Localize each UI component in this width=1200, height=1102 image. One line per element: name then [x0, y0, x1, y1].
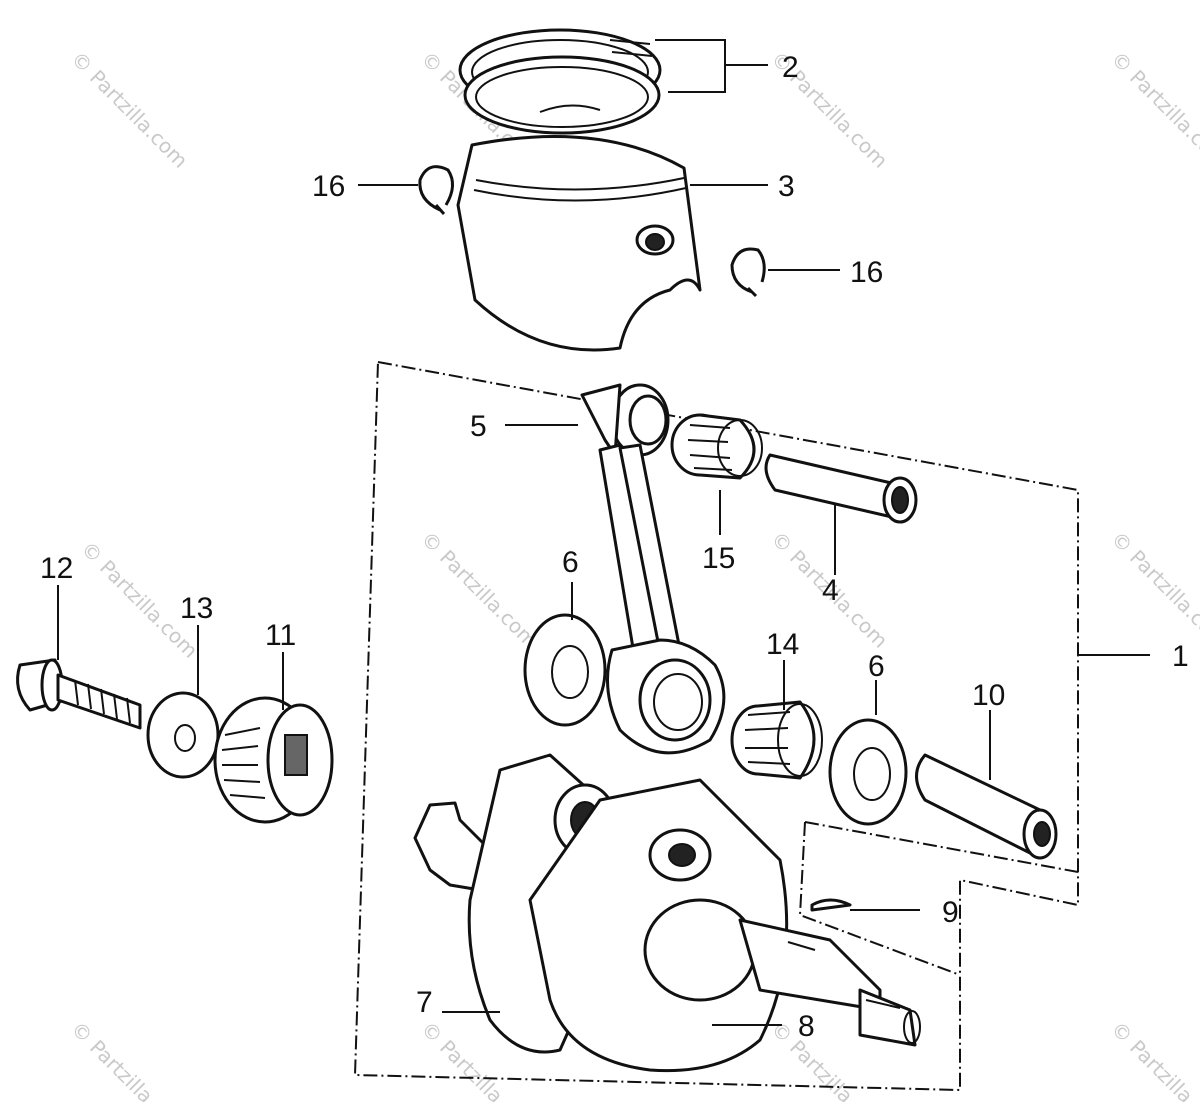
callout-10: 10 — [972, 679, 1005, 712]
callout-9: 9 — [942, 896, 959, 929]
callout-16: 16 — [312, 170, 345, 203]
thrust-washer-right — [828, 718, 908, 826]
callout-14: 14 — [766, 628, 799, 661]
callout-6: 6 — [868, 650, 885, 683]
piston-rings — [458, 28, 662, 135]
callout-8: 8 — [798, 1010, 815, 1043]
piston-pin — [764, 453, 918, 524]
piston — [456, 104, 702, 352]
callout-2: 2 — [782, 51, 799, 84]
callout-labels: 2 16 3 16 5 15 4 6 14 6 10 1 9 7 8 12 13… — [40, 51, 1189, 1043]
crankshaft — [413, 753, 921, 1073]
drive-gear — [213, 696, 334, 824]
callout-5: 5 — [470, 410, 487, 443]
crank-pin — [915, 753, 1058, 860]
connecting-rod — [580, 383, 726, 755]
callout-4: 4 — [822, 574, 839, 607]
callout-13: 13 — [180, 592, 213, 625]
watermark: © Partzilla.com — [1106, 1017, 1200, 1102]
callout-7: 7 — [416, 986, 433, 1019]
flange-bolt — [16, 658, 142, 730]
watermark: © Partzilla.com — [416, 527, 542, 653]
callout-6: 6 — [562, 546, 579, 579]
watermark: © Partzilla.com — [66, 47, 192, 173]
key-subgroup-boundary — [798, 821, 1079, 976]
watermark: © Partzilla.com — [66, 1017, 192, 1102]
callout-16: 16 — [850, 256, 883, 289]
thrust-washer-left — [523, 613, 607, 727]
washer — [146, 691, 220, 779]
big-end-bearing — [730, 700, 823, 780]
piston-pin-clip-left — [418, 165, 454, 215]
woodruff-key — [810, 898, 852, 912]
callout-11: 11 — [265, 619, 296, 652]
small-end-bearing — [670, 413, 763, 480]
piston-pin-clip-right — [730, 247, 766, 298]
leader-lines — [57, 39, 1150, 1026]
watermark: © Partzilla.com — [1106, 527, 1200, 653]
callout-12: 12 — [40, 552, 73, 585]
callout-1: 1 — [1172, 640, 1189, 673]
callout-15: 15 — [702, 542, 735, 575]
watermark: © Partzilla.com — [1106, 47, 1200, 173]
callout-3: 3 — [778, 170, 795, 203]
